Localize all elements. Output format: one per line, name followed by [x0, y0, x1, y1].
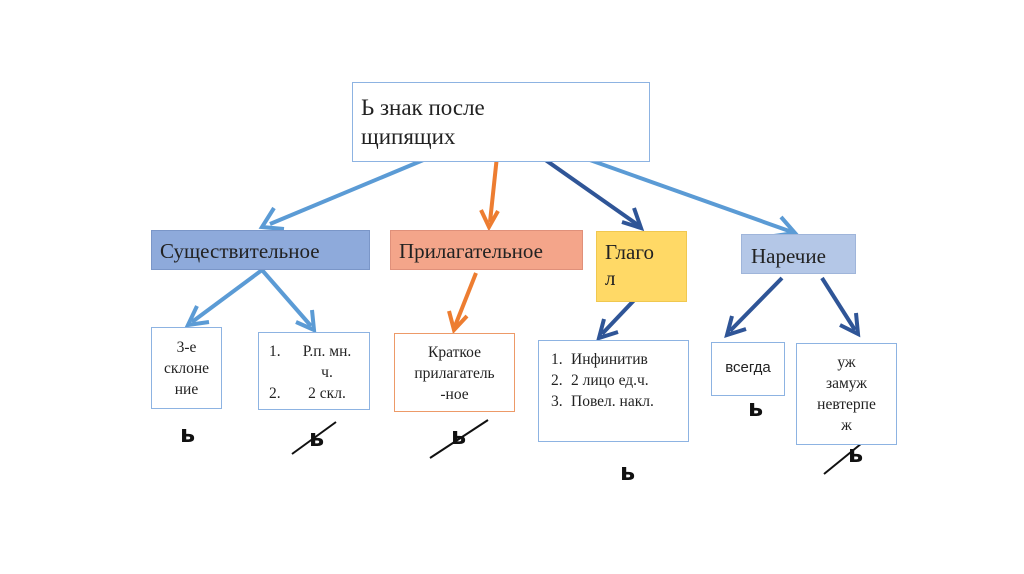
- leaf-short-adjective: Краткое прилагатель -ное: [394, 333, 515, 412]
- root-line-2: щипящих: [361, 124, 456, 149]
- leaf-line: невтерпе: [817, 396, 876, 413]
- category-verb: Глаго л: [596, 231, 687, 302]
- root-line-1: Ь знак после: [361, 95, 485, 120]
- leaf-line: всегда: [725, 359, 771, 376]
- category-verb-line-1: Глаго: [605, 240, 654, 264]
- category-adjective-label: Прилагательное: [399, 239, 543, 263]
- soft-sign-adjective-crossed: ь: [451, 422, 467, 450]
- category-adverb: Наречие: [741, 234, 856, 274]
- list-text: Р.п. мн.: [302, 343, 352, 360]
- list-item: 2. 2 скл.: [263, 383, 365, 404]
- list-item: 3. Повел. накл.: [545, 391, 684, 412]
- category-adjective: Прилагательное: [390, 230, 583, 270]
- soft-sign-noun-a: ь: [180, 420, 196, 448]
- arrow-noun-to-leaf-b: [260, 268, 317, 334]
- leaf-line: прилагатель: [414, 365, 495, 382]
- category-adverb-label: Наречие: [751, 244, 826, 268]
- list-text: Повел. накл.: [571, 393, 654, 410]
- arrow-adverb-to-leaf-a: [724, 276, 784, 338]
- leaf-line: склоне: [163, 360, 210, 377]
- list-number: 3.: [551, 393, 563, 410]
- soft-sign-adverb-b-crossed: ь: [848, 440, 864, 468]
- soft-sign-noun-b-crossed: ь: [309, 424, 325, 452]
- category-noun-label: Существительное: [160, 239, 320, 263]
- list-text: ч.: [321, 364, 333, 381]
- leaf-adverb-exceptions: уж замуж невтерпе ж: [796, 343, 897, 445]
- leaf-line: замуж: [825, 375, 868, 392]
- leaf-line: -ное: [440, 386, 469, 403]
- list-text: 2 скл.: [308, 385, 346, 402]
- category-noun: Существительное: [151, 230, 370, 270]
- soft-sign-adverb-a: ь: [748, 394, 764, 422]
- leaf-line: 3-е: [176, 339, 197, 356]
- soft-sign-verb: ь: [620, 458, 636, 486]
- list-text: Инфинитив: [571, 351, 648, 368]
- list-number: 1.: [551, 351, 563, 368]
- category-verb-line-2: л: [605, 266, 616, 290]
- arrow-adjective-to-leaf: [447, 272, 478, 335]
- list-number: 2.: [551, 372, 563, 389]
- leaf-noun-exceptions: 1. Р.п. мн. ч. 2. 2 скл.: [258, 332, 370, 410]
- list-number: 2.: [269, 385, 281, 402]
- leaf-line: ние: [174, 381, 199, 398]
- list-item: 1. Р.п. мн. ч.: [263, 341, 365, 383]
- strike-line-adjective: [429, 419, 489, 459]
- arrow-adverb-to-leaf-b: [820, 276, 861, 338]
- list-number: 1.: [269, 343, 281, 360]
- leaf-list: 1. Инфинитив 2. 2 лицо ед.ч. 3. Повел. н…: [545, 349, 684, 412]
- leaf-verb-forms: 1. Инфинитив 2. 2 лицо ед.ч. 3. Повел. н…: [538, 340, 689, 442]
- leaf-line: уж: [837, 354, 856, 371]
- leaf-line: Краткое: [428, 344, 481, 361]
- leaf-adverb-always: всегда: [711, 342, 785, 396]
- leaf-line: ж: [841, 417, 852, 434]
- arrow-noun-to-leaf-a: [184, 268, 264, 328]
- root-node: Ь знак после щипящих: [352, 82, 650, 162]
- list-item: 1. Инфинитив: [545, 349, 684, 370]
- strike-line-noun-b: [291, 421, 337, 455]
- leaf-noun-third-declension: 3-е склоне ние: [151, 327, 222, 409]
- list-item: 2. 2 лицо ед.ч.: [545, 370, 684, 391]
- leaf-list: 1. Р.п. мн. ч. 2. 2 скл.: [263, 341, 365, 404]
- list-text: 2 лицо ед.ч.: [571, 372, 649, 389]
